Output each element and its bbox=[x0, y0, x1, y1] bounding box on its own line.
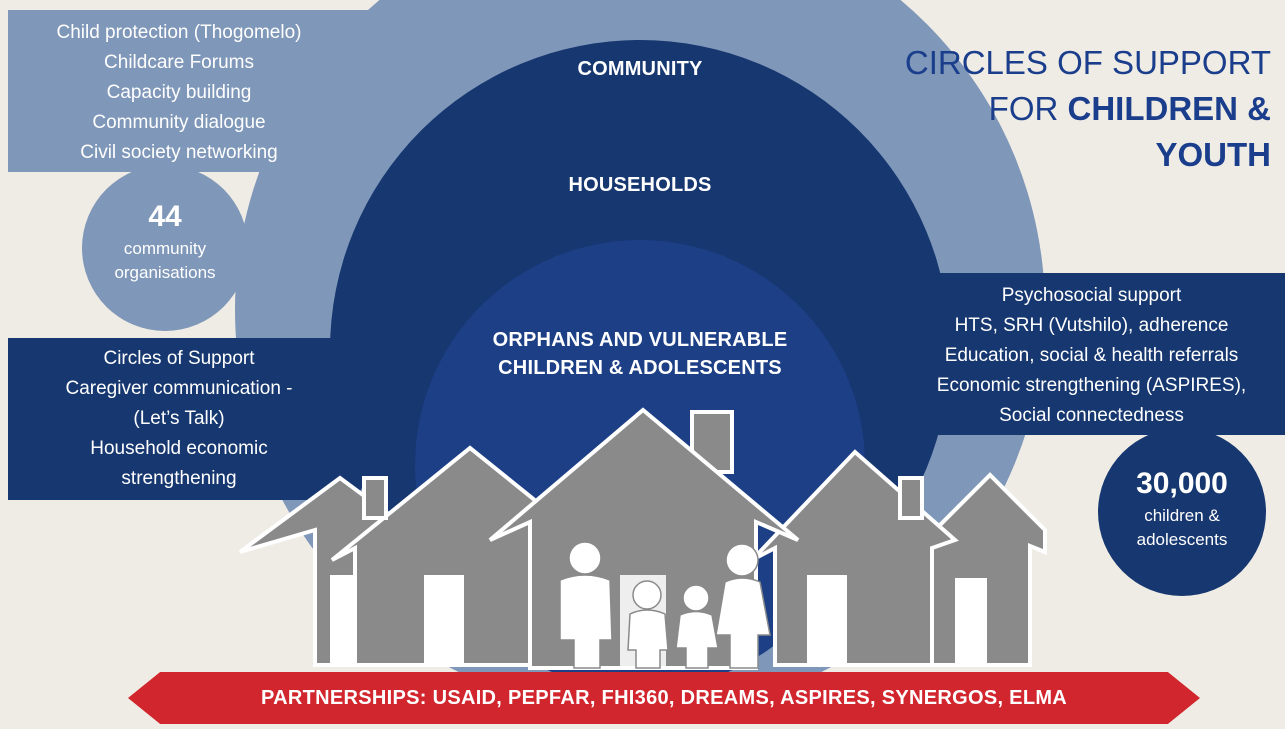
community-stat-bubble: 44 community organisations bbox=[82, 165, 248, 331]
households-callout-item: Household economic bbox=[90, 438, 268, 459]
community-stat-label-line1: community bbox=[123, 239, 207, 258]
ovc-callout-item: Education, social & health referrals bbox=[944, 345, 1239, 366]
community-callout-item: Community dialogue bbox=[92, 112, 266, 133]
households-callout-item: (Let’s Talk) bbox=[133, 408, 225, 429]
title-line3-bold: YOUTH bbox=[1155, 136, 1272, 173]
title-line3: YOUTH bbox=[851, 132, 1272, 178]
family-illustration bbox=[559, 541, 771, 669]
households-callout-item: strengthening bbox=[121, 468, 237, 489]
ovc-callout: Psychosocial support HTS, SRH (Vutshilo)… bbox=[838, 273, 1285, 435]
house-icon bbox=[330, 445, 564, 667]
ovc-callout-item: Psychosocial support bbox=[1001, 285, 1182, 306]
ovc-ring-label: ORPHANS AND VULNERABLE CHILDREN & ADOLES… bbox=[440, 326, 840, 382]
ovc-label-line2: CHILDREN & ADOLESCENTS bbox=[498, 357, 782, 379]
community-stat-number: 44 bbox=[148, 200, 182, 233]
ovc-callout-item: Social connectedness bbox=[999, 405, 1184, 426]
ovc-stat-number: 30,000 bbox=[1136, 467, 1228, 500]
community-callout: Child protection (Thogomelo) Childcare F… bbox=[8, 10, 430, 172]
community-stat-label-line2: organisations bbox=[114, 263, 216, 282]
ovc-callout-item: HTS, SRH (Vutshilo), adherence bbox=[954, 315, 1229, 336]
mother-figure-icon bbox=[715, 543, 771, 669]
community-callout-item: Capacity building bbox=[106, 82, 252, 103]
page-title: CIRCLES OF SUPPORT FOR CHILDREN & YOUTH bbox=[851, 40, 1271, 178]
community-callout-item: Childcare Forums bbox=[104, 52, 254, 73]
title-line1: CIRCLES OF SUPPORT bbox=[904, 44, 1271, 81]
house-icon bbox=[750, 449, 959, 667]
community-callout-item: Civil society networking bbox=[80, 142, 278, 163]
community-ring-label: COMMUNITY bbox=[577, 58, 703, 80]
households-callout: Circles of Support Caregiver communicati… bbox=[8, 338, 410, 500]
ovc-stat-label-line1: children & bbox=[1144, 506, 1220, 525]
ovc-callout-item: Economic strengthening (ASPIRES), bbox=[936, 375, 1247, 396]
child-figure-icon bbox=[627, 580, 669, 669]
title-line2: FOR CHILDREN & bbox=[851, 86, 1271, 132]
title-line2-bold: CHILDREN & bbox=[1067, 90, 1272, 127]
father-figure-icon bbox=[559, 541, 613, 669]
ovc-stat-bubble: 30,000 children & adolescents bbox=[1098, 428, 1266, 596]
households-callout-item: Circles of Support bbox=[103, 348, 255, 369]
community-callout-item: Child protection (Thogomelo) bbox=[56, 22, 302, 43]
house-icon bbox=[903, 472, 1047, 667]
ovc-stat-label-line2: adolescents bbox=[1136, 530, 1228, 549]
households-callout-item: Caregiver communication - bbox=[65, 378, 293, 399]
partnerships-banner: PARTNERSHIPS: USAID, PEPFAR, FHI360, DRE… bbox=[128, 672, 1200, 724]
ovc-label-line1: ORPHANS AND VULNERABLE bbox=[492, 329, 788, 351]
small-child-figure-icon bbox=[675, 584, 719, 669]
households-ring-label: HOUSEHOLDS bbox=[568, 174, 712, 196]
title-line2-prefix: FOR bbox=[988, 90, 1068, 127]
